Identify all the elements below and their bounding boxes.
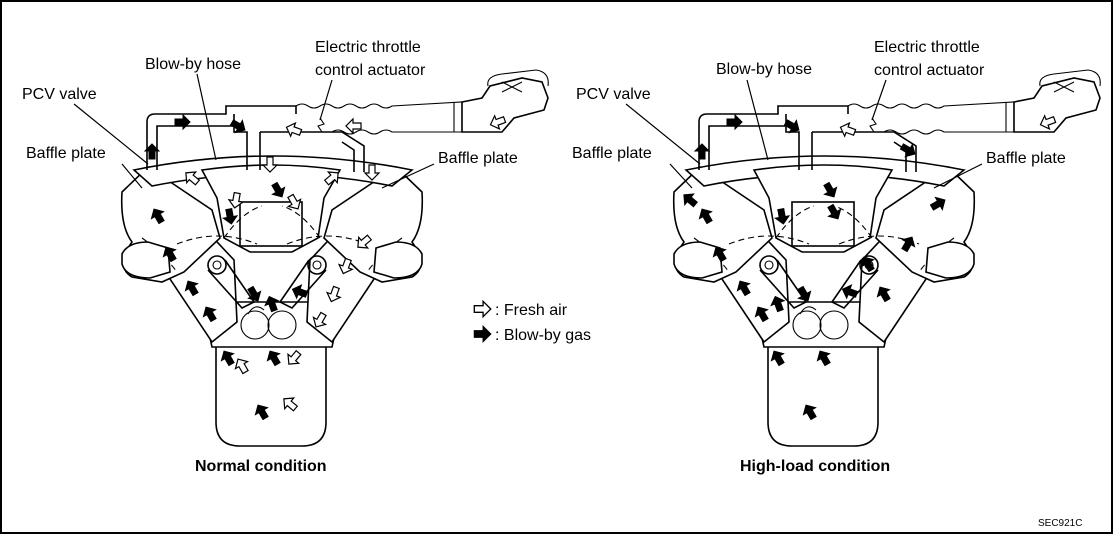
label-pcv-valve: PCV valve [576, 86, 651, 103]
label-blowby-hose: Blow-by hose [716, 61, 812, 78]
leader-baffle-r [381, 163, 435, 189]
label-pcv-valve: PCV valve [22, 86, 97, 103]
leader-pcv [625, 103, 701, 165]
figure-code: SEC921C [1038, 518, 1082, 529]
panel-normal: PCV valve Blow-by hose Electric throttle… [22, 39, 550, 475]
label-etc-2: control actuator [874, 62, 985, 79]
leader-baffle-l [669, 163, 693, 189]
caption-high-load: High-load condition [740, 458, 890, 475]
panel-high-load: PCV valve Blow-by hose Electric throttle… [572, 39, 1102, 475]
blowby-gas-legend-icon [473, 325, 492, 343]
legend-fresh-air: : Fresh air [495, 302, 568, 319]
label-etc-1: Electric throttle [874, 39, 980, 56]
leader-pcv [73, 103, 149, 165]
label-baffle-right: Baffle plate [986, 150, 1066, 167]
leader-etc [319, 79, 333, 121]
label-baffle-left: Baffle plate [26, 145, 106, 162]
leader-baffle-l [121, 163, 143, 189]
leader-blowby [746, 79, 769, 161]
label-blowby-hose: Blow-by hose [145, 56, 241, 73]
label-baffle-left: Baffle plate [572, 145, 652, 162]
legend-blowby-gas: : Blow-by gas [495, 327, 591, 344]
fresh-air-legend-icon [473, 300, 492, 318]
leader-etc [871, 79, 887, 121]
label-etc-1: Electric throttle [315, 39, 421, 56]
leader-blowby [196, 73, 217, 161]
label-baffle-right: Baffle plate [438, 150, 518, 167]
leader-baffle-r [933, 163, 983, 189]
label-etc-2: control actuator [315, 62, 426, 79]
legend: : Fresh air : Blow-by gas [473, 300, 591, 344]
caption-normal: Normal condition [195, 458, 327, 475]
